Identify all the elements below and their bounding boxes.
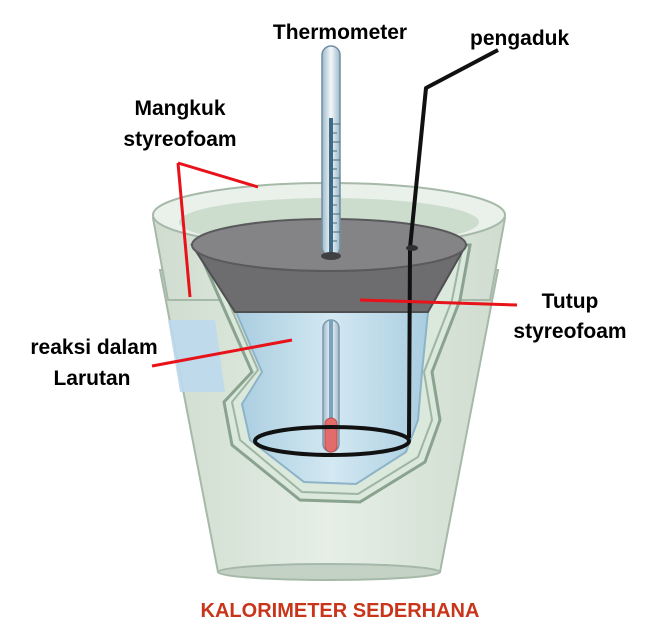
- label-solution-line2: Larutan: [53, 367, 131, 390]
- label-cup-line1: Mangkuk: [134, 97, 226, 120]
- outer-cup-base: [217, 563, 441, 581]
- thermometer-lid-hole: [321, 252, 341, 260]
- thermometer-bulb: [324, 417, 338, 453]
- thermometer-column: [329, 118, 333, 256]
- leader-cup-right: [177, 161, 259, 189]
- label-thermometer: Thermometer: [272, 21, 408, 44]
- inner-cup-wall-line: [205, 249, 463, 496]
- cup-label-patch: [168, 320, 225, 392]
- label-cup-line2: styreofoam: [123, 128, 237, 151]
- leader-lines: [151, 161, 518, 368]
- label-solution-line1: reaksi dalam: [30, 336, 158, 359]
- leader-cup-left: [176, 162, 192, 298]
- leader-solution: [151, 338, 293, 368]
- label-stirrer: pengaduk: [470, 27, 570, 50]
- stirrer-hole: [406, 245, 418, 251]
- thermometer-column-lower: [329, 320, 333, 424]
- diagram-caption: KALORIMETER SEDERHANA: [200, 600, 480, 622]
- leader-lid: [359, 298, 518, 307]
- label-lid-line1: Tutup: [541, 290, 599, 313]
- thermometer-scale: [333, 123, 340, 242]
- stirrer-ring: [253, 425, 411, 457]
- label-lid-line2: styreofoam: [513, 320, 627, 343]
- stirrer-handle: [407, 48, 499, 439]
